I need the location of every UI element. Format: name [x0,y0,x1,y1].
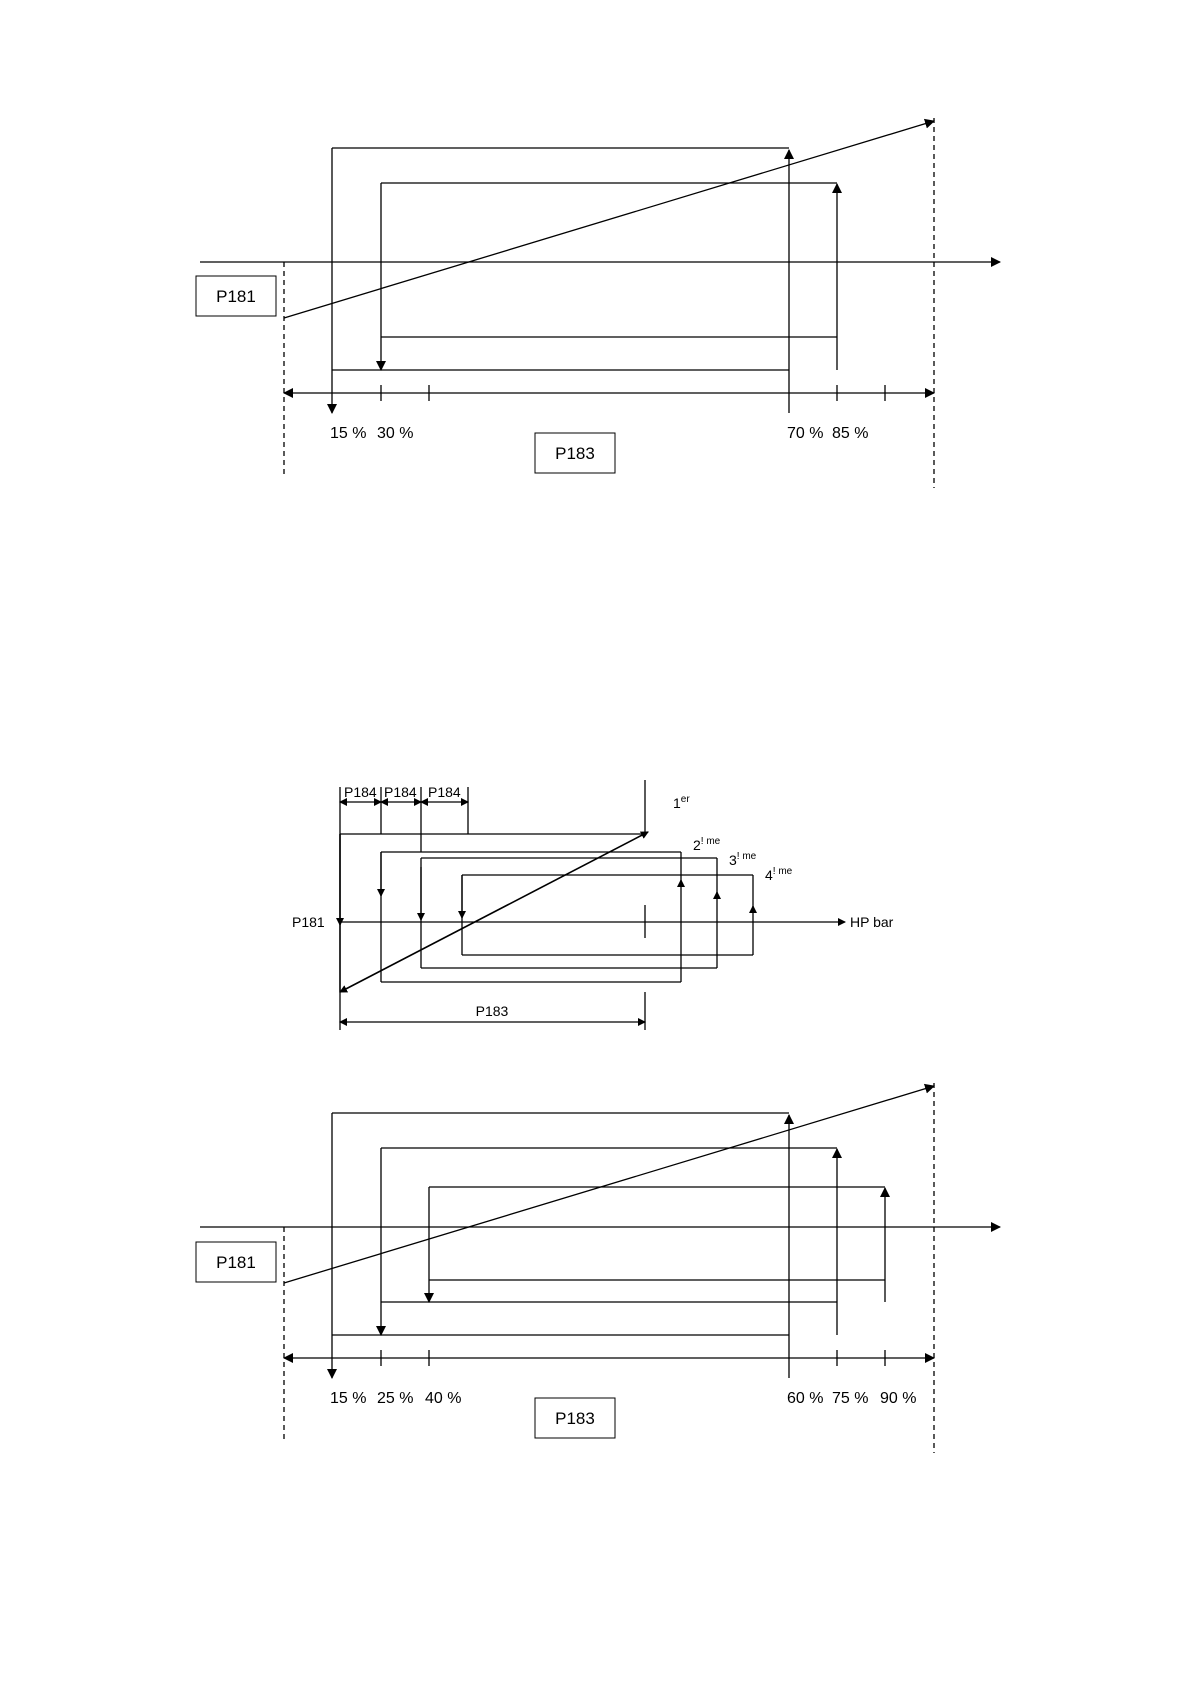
percent-label: 30 % [377,425,413,442]
p181-label: P181 [216,287,256,306]
diagram-2: P184 P184 P184 P181 HP bar [292,780,894,1030]
percent-label: 70 % [787,425,823,442]
stage-label: 2! me [693,836,721,853]
percent-label: 15 % [330,425,366,442]
diagram-1: 15 % 30 % 70 % 85 % P181 P183 [196,118,1000,488]
hp-bar-label: HP bar [850,914,894,930]
percent-label: 40 % [425,1390,461,1407]
percent-label: 90 % [880,1390,916,1407]
p183-label: P183 [555,1409,595,1428]
stage-label: 4! me [765,866,793,883]
p183-label: P183 [555,444,595,463]
p181-label: P181 [216,1253,256,1272]
percent-label: 15 % [330,1390,366,1407]
p181-label: P181 [292,914,325,930]
percent-label: 75 % [832,1390,868,1407]
stage-label: 3! me [729,851,757,868]
stage-label: 1er [673,794,690,811]
p184-label: P184 [428,784,461,800]
percent-label: 85 % [832,425,868,442]
percent-label: 25 % [377,1390,413,1407]
p184-label: P184 [344,784,377,800]
percent-label: 60 % [787,1390,823,1407]
diagram-3: 15 % 25 % 40 % 60 % 75 % 90 % P181 P183 [196,1083,1000,1453]
p183-label: P183 [476,1003,509,1019]
p184-label: P184 [384,784,417,800]
